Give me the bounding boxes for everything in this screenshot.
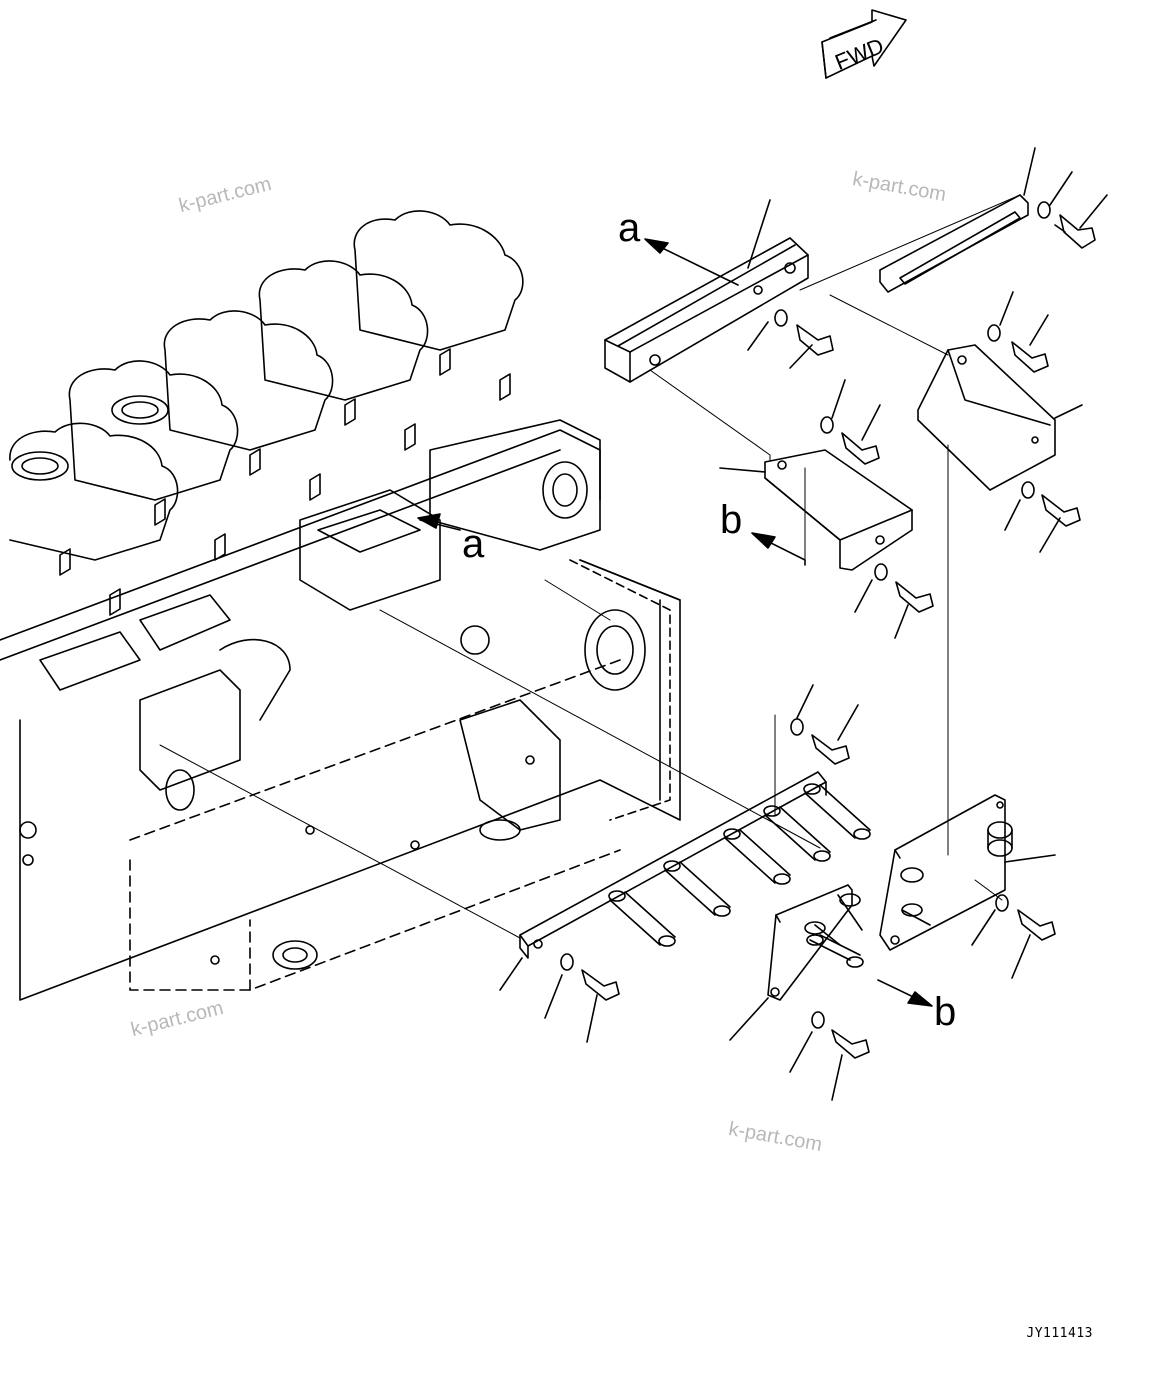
engine-block xyxy=(0,210,681,1001)
lower-stud-bar xyxy=(519,771,871,959)
fwd-arrow-icon xyxy=(821,9,907,79)
small-stud-plate xyxy=(767,884,864,1001)
washers-and-bolts xyxy=(560,201,1096,1059)
callout-a-top: a xyxy=(618,206,641,250)
slotted-plate xyxy=(879,194,1029,293)
right-stud-plate xyxy=(879,794,1013,951)
callout-arrows xyxy=(417,238,933,1007)
left-angle-bracket xyxy=(764,449,913,571)
callout-b-right: b xyxy=(934,990,957,1034)
fwd-label: FWD xyxy=(831,33,887,75)
leader-lines xyxy=(499,147,1108,1101)
upper-heat-guard-bar xyxy=(604,237,809,383)
callout-a-engine: a xyxy=(462,522,485,566)
assembly-lines xyxy=(159,194,1021,939)
callout-b-left: b xyxy=(720,498,743,542)
drawing-code: JY111413 xyxy=(1026,1326,1093,1341)
right-angle-bracket xyxy=(917,344,1056,491)
